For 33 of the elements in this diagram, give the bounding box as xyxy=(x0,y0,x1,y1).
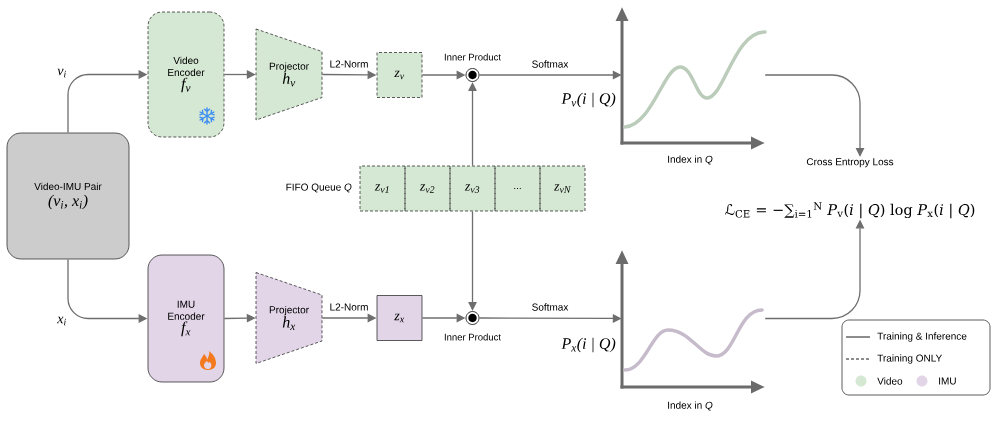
queue-cell: z$_{v3}$ xyxy=(449,165,496,212)
circled-dot xyxy=(465,68,480,82)
legend-label: Training ONLY xyxy=(877,354,942,364)
queue-cell: z$_{v2}$ xyxy=(404,165,451,212)
axis-label: Index in Q xyxy=(668,155,713,165)
input-box: Video-IMU Pair (v$_{i}$, x$_{i}$) xyxy=(6,132,130,260)
loss-formula: Cross Entropy Loss ℒ$_{CE}$ = −∑$_{i=1}$$^{N}$ P$_{v}$(i | Q) log P$_{x}$(i | Q) xyxy=(725,158,975,219)
queue-label: FIFO Queue Q xyxy=(286,183,352,193)
embedding-box: z$_{x}$ xyxy=(376,295,423,341)
projector-trapezoid: Projector h$_{v}$ xyxy=(255,28,323,121)
axis-label: Index in Q xyxy=(668,401,713,411)
edge-label: v$_{i}$ xyxy=(56,67,68,79)
queue-cell: z$_{vN}$ xyxy=(539,165,586,212)
operation-label: Inner Product xyxy=(444,53,501,61)
edge-label: Softmax xyxy=(530,302,570,312)
queue-cell: ... xyxy=(494,165,541,212)
operation-label: Inner Product xyxy=(444,333,501,341)
queue-cell: z$_{v1}$ xyxy=(359,165,406,212)
edge-label: L2-Norm xyxy=(328,59,370,69)
embedding-box: z$_{v}$ xyxy=(376,52,423,98)
encoder-box: Video Encoder f$_{v}$ xyxy=(147,11,225,138)
edge-label: L2-Norm xyxy=(328,302,370,312)
legend-label: Training & Inference xyxy=(877,332,967,342)
encoder-box: IMU Encoder f$_{x}$ xyxy=(147,254,225,383)
legend-label: Video xyxy=(877,377,903,385)
projector-trapezoid: Projector h$_{x}$ xyxy=(255,272,323,364)
probability-label: P$_{x}$(i | Q) xyxy=(561,337,616,353)
legend-label: IMU xyxy=(939,377,956,385)
edge-label: Softmax xyxy=(530,59,570,69)
probability-label: P$_{v}$(i | Q) xyxy=(561,92,616,108)
arrow xyxy=(764,74,865,157)
circled-dot xyxy=(465,311,480,325)
edge-label: x$_{i}$ xyxy=(56,315,68,327)
